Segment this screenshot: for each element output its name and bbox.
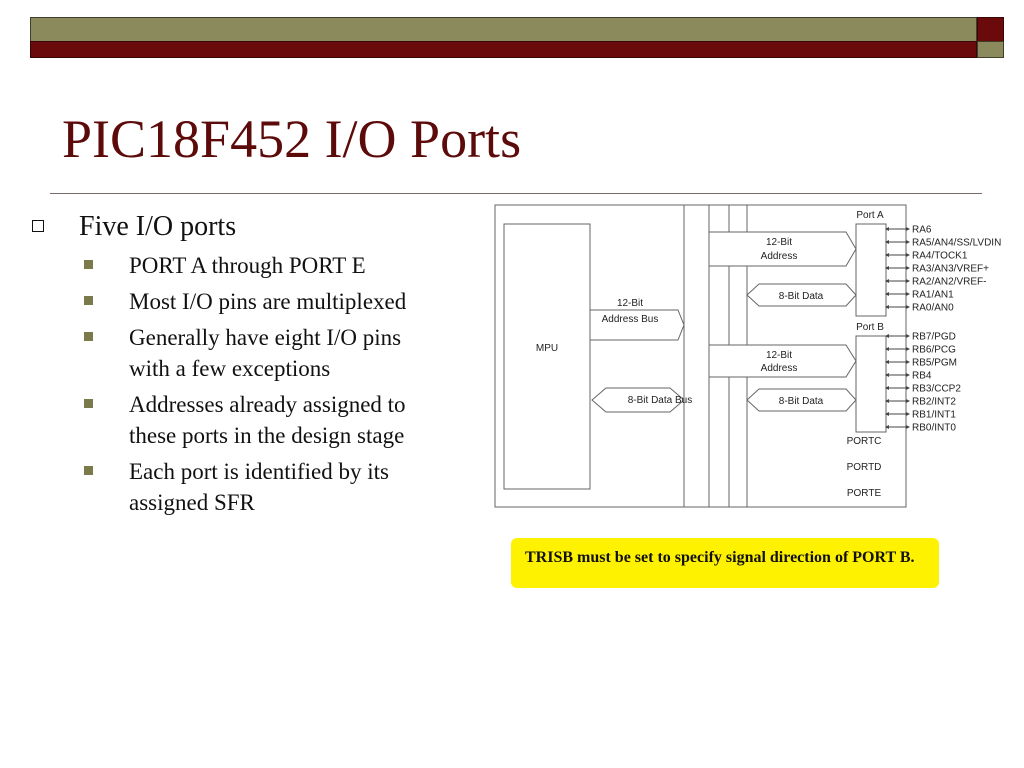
square-bullet-icon — [84, 260, 93, 269]
mpu-block — [503, 223, 591, 490]
sub-bullet: Each port is identified by its assigned … — [30, 456, 490, 518]
port-a-address-label-2: Address — [761, 251, 798, 262]
sub-bullet-text: Generally have eight I/O pins with a few… — [129, 325, 402, 381]
square-bullet-icon — [84, 399, 93, 408]
bullet-list: Five I/O ports PORT A through PORT E Mos… — [30, 210, 490, 523]
port-a-pins: RA6 RA5/AN4/SS/LVDIN RA4/TOCK1 RA3/AN3/V… — [885, 225, 1001, 314]
port-d-label: PORTD — [847, 462, 882, 473]
sub-bullet-text: Each port is identified by its assigned … — [129, 459, 389, 515]
port-a-label: Port A — [856, 210, 884, 221]
port-a-address-arrow — [708, 231, 857, 267]
port-b-address-label-1: 12-Bit — [766, 350, 792, 361]
pin-label: RA6 — [912, 225, 932, 236]
pin-label: RA2/AN2/VREF- — [912, 277, 986, 288]
data-bus-label: 8-Bit Data Bus — [628, 395, 692, 406]
port-b-data-label: 8-Bit Data — [779, 396, 824, 407]
sub-bullet: Generally have eight I/O pins with a few… — [30, 322, 490, 384]
bullet-main-text: Five I/O ports — [79, 211, 237, 242]
pin-label: RB6/PCG — [912, 345, 956, 356]
sub-bullet-text: PORT A through PORT E — [129, 253, 366, 278]
square-bullet-icon — [84, 466, 93, 475]
pin-label: RB7/PGD — [912, 332, 956, 343]
port-b-pins: RB7/PGD RB6/PCG RB5/PGM RB4 RB3/CCP2 RB2… — [885, 332, 961, 434]
sub-bullet: PORT A through PORT E — [30, 250, 490, 281]
port-a-address-label-1: 12-Bit — [766, 237, 792, 248]
trisb-note-callout: TRISB must be set to specify signal dire… — [511, 538, 939, 588]
sub-bullet: Addresses already assigned to these port… — [30, 389, 490, 451]
square-bullet-icon — [84, 332, 93, 341]
mpu-label: MPU — [536, 343, 558, 354]
pin-label: RA0/AN0 — [912, 303, 954, 314]
header-square-maroon — [977, 17, 1004, 42]
address-bus-label-1: 12-Bit — [617, 298, 643, 309]
pin-label: RB5/PGM — [912, 358, 957, 369]
port-b-box — [855, 335, 887, 433]
address-bus-label-2: Address Bus — [602, 314, 659, 325]
sub-bullet: Most I/O pins are multiplexed — [30, 286, 490, 317]
pin-label: RA4/TOCK1 — [912, 251, 968, 262]
pin-label: RB3/CCP2 — [912, 384, 961, 395]
port-b-address-arrow — [708, 344, 857, 378]
header-square-olive — [977, 41, 1004, 58]
pin-label: RB1/INT1 — [912, 410, 956, 421]
pin-label: RB4 — [912, 371, 932, 382]
pin-label: RA3/AN3/VREF+ — [912, 264, 989, 275]
data-bus-arrow — [591, 387, 685, 413]
port-e-label: PORTE — [847, 488, 882, 499]
port-a-box — [855, 223, 887, 317]
port-a-data-label: 8-Bit Data — [779, 291, 824, 302]
title-rule — [50, 193, 982, 194]
port-b-address-label-2: Address — [761, 363, 798, 374]
io-port-block-diagram: MPU 12-Bit Address Bus 8-Bit Data Bus 12… — [494, 204, 1001, 508]
slide-title: PIC18F452 I/O Ports — [62, 109, 522, 169]
hollow-square-bullet-icon — [32, 220, 44, 232]
pin-label: RA5/AN4/SS/LVDIN — [912, 238, 1001, 249]
square-bullet-icon — [84, 296, 93, 305]
pin-label: RB2/INT2 — [912, 397, 956, 408]
address-bus-arrow — [589, 309, 685, 341]
port-c-label: PORTC — [847, 436, 882, 447]
sub-bullet-text: Most I/O pins are multiplexed — [129, 289, 407, 314]
header-bar-olive — [30, 17, 977, 42]
bullet-main: Five I/O ports — [30, 210, 490, 244]
pin-label: RB0/INT0 — [912, 423, 956, 434]
sub-bullet-text: Addresses already assigned to these port… — [129, 392, 406, 448]
port-b-label: Port B — [856, 322, 884, 333]
pin-label: RA1/AN1 — [912, 290, 954, 301]
header-bar-maroon — [30, 41, 977, 58]
